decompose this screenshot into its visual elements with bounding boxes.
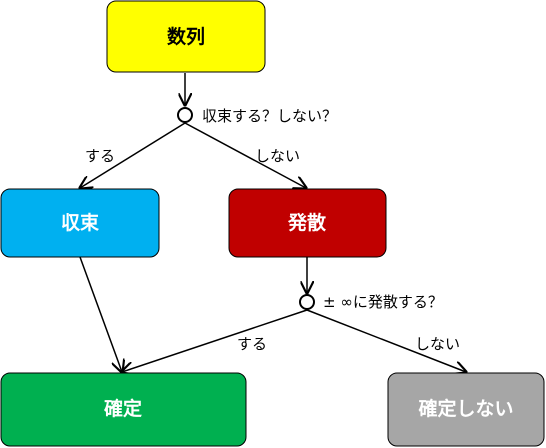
- decision-1-question: 収束する？しない？: [202, 107, 337, 125]
- indefinite-box-rect: [387, 372, 545, 447]
- indefinite-label: 確定しない: [418, 397, 513, 420]
- decision-2-question: ± ∞に発散する？: [323, 293, 443, 311]
- sequence-box-rect: [106, 0, 266, 73]
- decision-2-yes-label: する: [237, 335, 267, 353]
- diverge-label: 発散: [287, 211, 326, 234]
- connector-decision-1-to-converge: [80, 122, 186, 188]
- converge-label: 収束: [61, 212, 100, 234]
- decision-1-yes-label: する: [85, 147, 115, 165]
- converge-box: 収束: [0, 188, 160, 258]
- converge-box-rect: [0, 188, 160, 258]
- decision-node-2: [299, 294, 315, 310]
- indefinite-box: 確定しない: [387, 372, 545, 447]
- diverge-box-rect: [228, 188, 387, 258]
- sequence-box: 数列: [106, 0, 266, 73]
- connector-converge-to-definite: [79, 256, 122, 372]
- definite-label: 確定: [104, 397, 142, 420]
- decision-node-1: [177, 107, 193, 123]
- definite-box: 確定: [0, 372, 247, 447]
- connector-decision-1-to-diverge: [184, 122, 306, 188]
- decision-1-no-label: しない: [255, 147, 300, 165]
- definite-box-rect: [0, 372, 247, 447]
- connector-decision-2-to-definite: [122, 309, 308, 372]
- connector-decision-2-to-indefinite: [306, 309, 466, 372]
- sequence-label: 数列: [167, 25, 205, 48]
- decision-2-no-label: しない: [415, 335, 460, 353]
- diverge-box: 発散: [228, 188, 387, 258]
